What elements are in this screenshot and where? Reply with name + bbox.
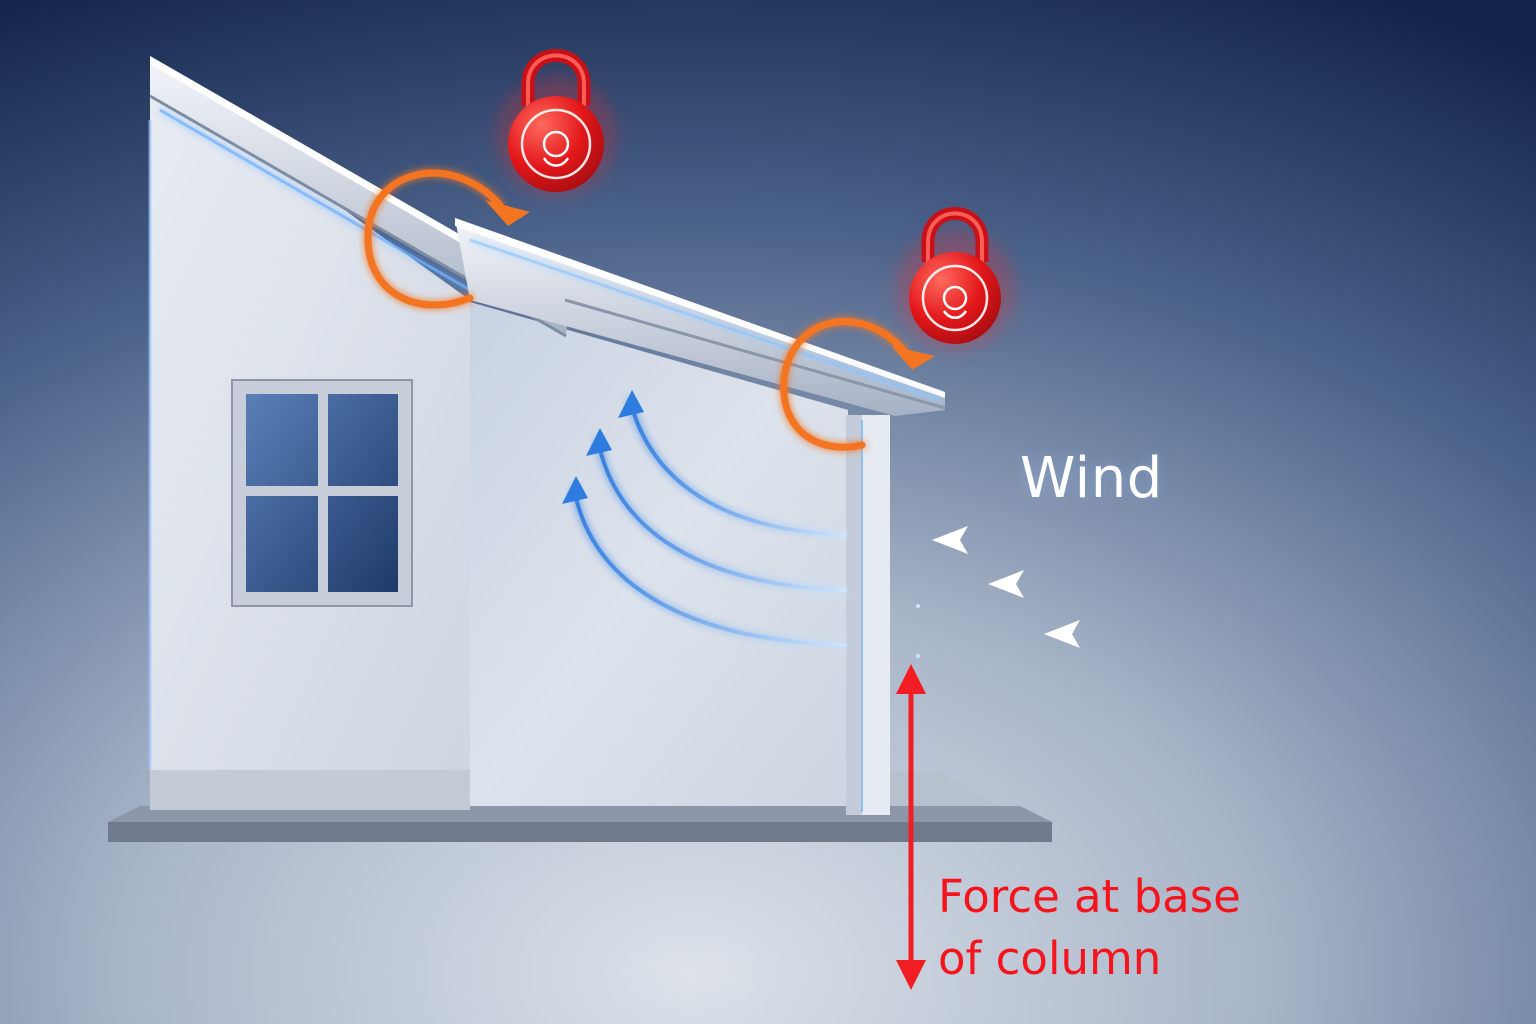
wind-arrow-icon [988, 570, 1024, 598]
padlock-icon [895, 207, 1015, 350]
wind-label: Wind [1020, 446, 1163, 511]
wind-arrow-icon [586, 428, 612, 456]
house-window [231, 379, 413, 607]
sparkle [916, 604, 920, 658]
porch-column [846, 415, 890, 815]
double-headed-arrow-icon [896, 664, 926, 990]
porch-wall [470, 302, 848, 806]
deflected-wind-flow [562, 390, 847, 647]
wind-arrow-icon [1044, 620, 1080, 648]
force-label-line-2: of column [938, 932, 1162, 985]
force-label-line-1: Force at base [938, 870, 1241, 923]
rotation-arrow-icon [780, 318, 935, 451]
force-label: Force at base of column [938, 866, 1241, 990]
porch-roof [455, 218, 946, 416]
padlock-icon [496, 49, 616, 196]
wind-arrow-icon [562, 476, 588, 504]
incoming-wind-arrows [932, 526, 1536, 648]
wind-arrow-icon [618, 390, 644, 418]
wind-arrow-icon [932, 526, 968, 554]
rotation-arrow-icon [364, 169, 530, 309]
